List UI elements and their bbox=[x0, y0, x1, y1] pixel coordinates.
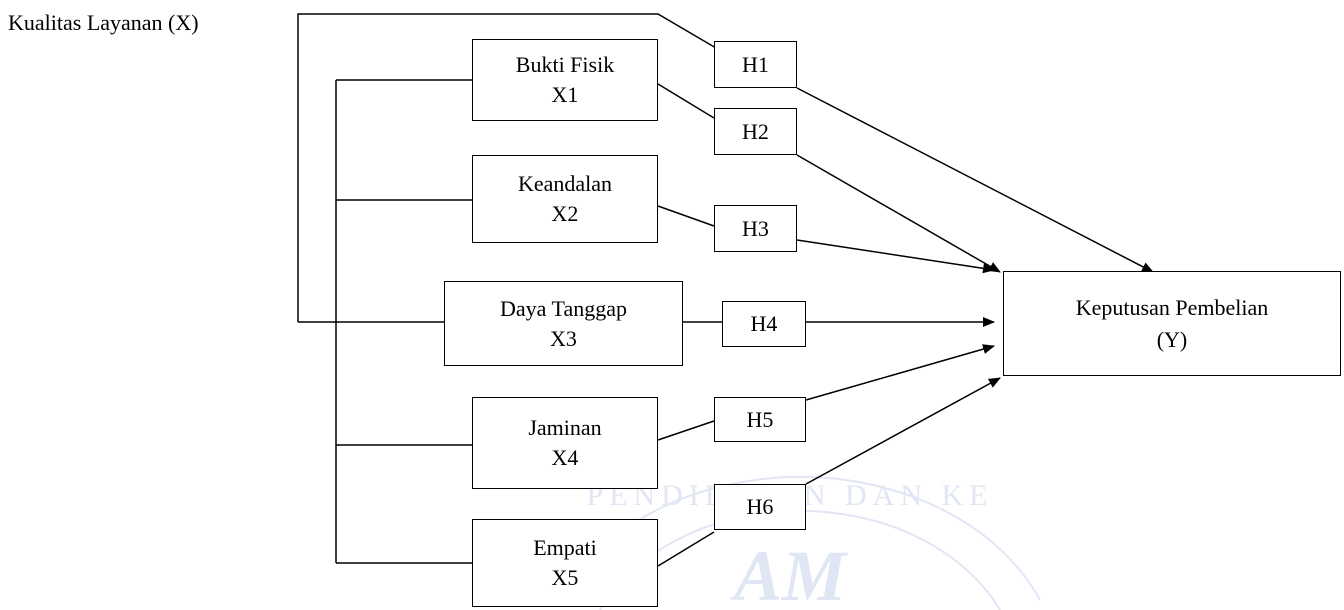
dimension-box-x5: Empati X5 bbox=[472, 519, 658, 607]
dimension-name: Keandalan bbox=[517, 171, 613, 196]
dimension-code: X1 bbox=[551, 82, 579, 107]
dimension-code: X4 bbox=[551, 445, 579, 470]
outcome-name: Keputusan Pembelian bbox=[1075, 294, 1269, 320]
dimension-hypothesis-links bbox=[657, 83, 722, 567]
dimension-code: X3 bbox=[550, 325, 577, 351]
hypothesis-box-h6: H6 bbox=[714, 484, 806, 530]
outcome-box: Keputusan Pembelian (Y) bbox=[1003, 271, 1341, 376]
dimension-box-x3: Daya Tanggap X3 bbox=[444, 281, 683, 366]
dimension-bracket bbox=[335, 79, 472, 564]
hypothesis-label: H2 bbox=[742, 118, 769, 144]
hypothesis-label: H4 bbox=[750, 311, 778, 336]
watermark-center-text: AM bbox=[730, 536, 849, 610]
dimension-name: Empati bbox=[533, 535, 597, 560]
hypothesis-box-h2: H2 bbox=[714, 108, 797, 155]
dimension-box-x2: Keandalan X2 bbox=[472, 155, 658, 243]
hypothesis-label: H1 bbox=[742, 51, 769, 77]
dimension-box-x4: Jaminan X4 bbox=[472, 397, 658, 489]
hypothesis-box-h5: H5 bbox=[714, 397, 806, 442]
root-bracket bbox=[297, 13, 717, 323]
hypothesis-box-h4: H4 bbox=[722, 301, 806, 347]
dimension-name: Bukti Fisik bbox=[515, 52, 615, 77]
dimension-code: X5 bbox=[551, 565, 579, 590]
hypothesis-box-h3: H3 bbox=[714, 205, 797, 252]
hypothesis-arrows bbox=[796, 87, 1154, 485]
dimension-box-x1: Bukti Fisik X1 bbox=[472, 39, 658, 121]
hypothesis-label: H3 bbox=[742, 215, 769, 241]
hypothesis-label: H5 bbox=[746, 406, 774, 432]
hypothesis-box-h1: H1 bbox=[714, 41, 797, 88]
dimension-name: Daya Tanggap bbox=[500, 295, 627, 321]
outcome-code: (Y) bbox=[1156, 326, 1188, 352]
dimension-code: X2 bbox=[551, 201, 579, 226]
dimension-name: Jaminan bbox=[528, 415, 602, 440]
root-construct-label: Kualitas Layanan (X) bbox=[8, 10, 199, 35]
hypothesis-label: H6 bbox=[746, 494, 774, 519]
